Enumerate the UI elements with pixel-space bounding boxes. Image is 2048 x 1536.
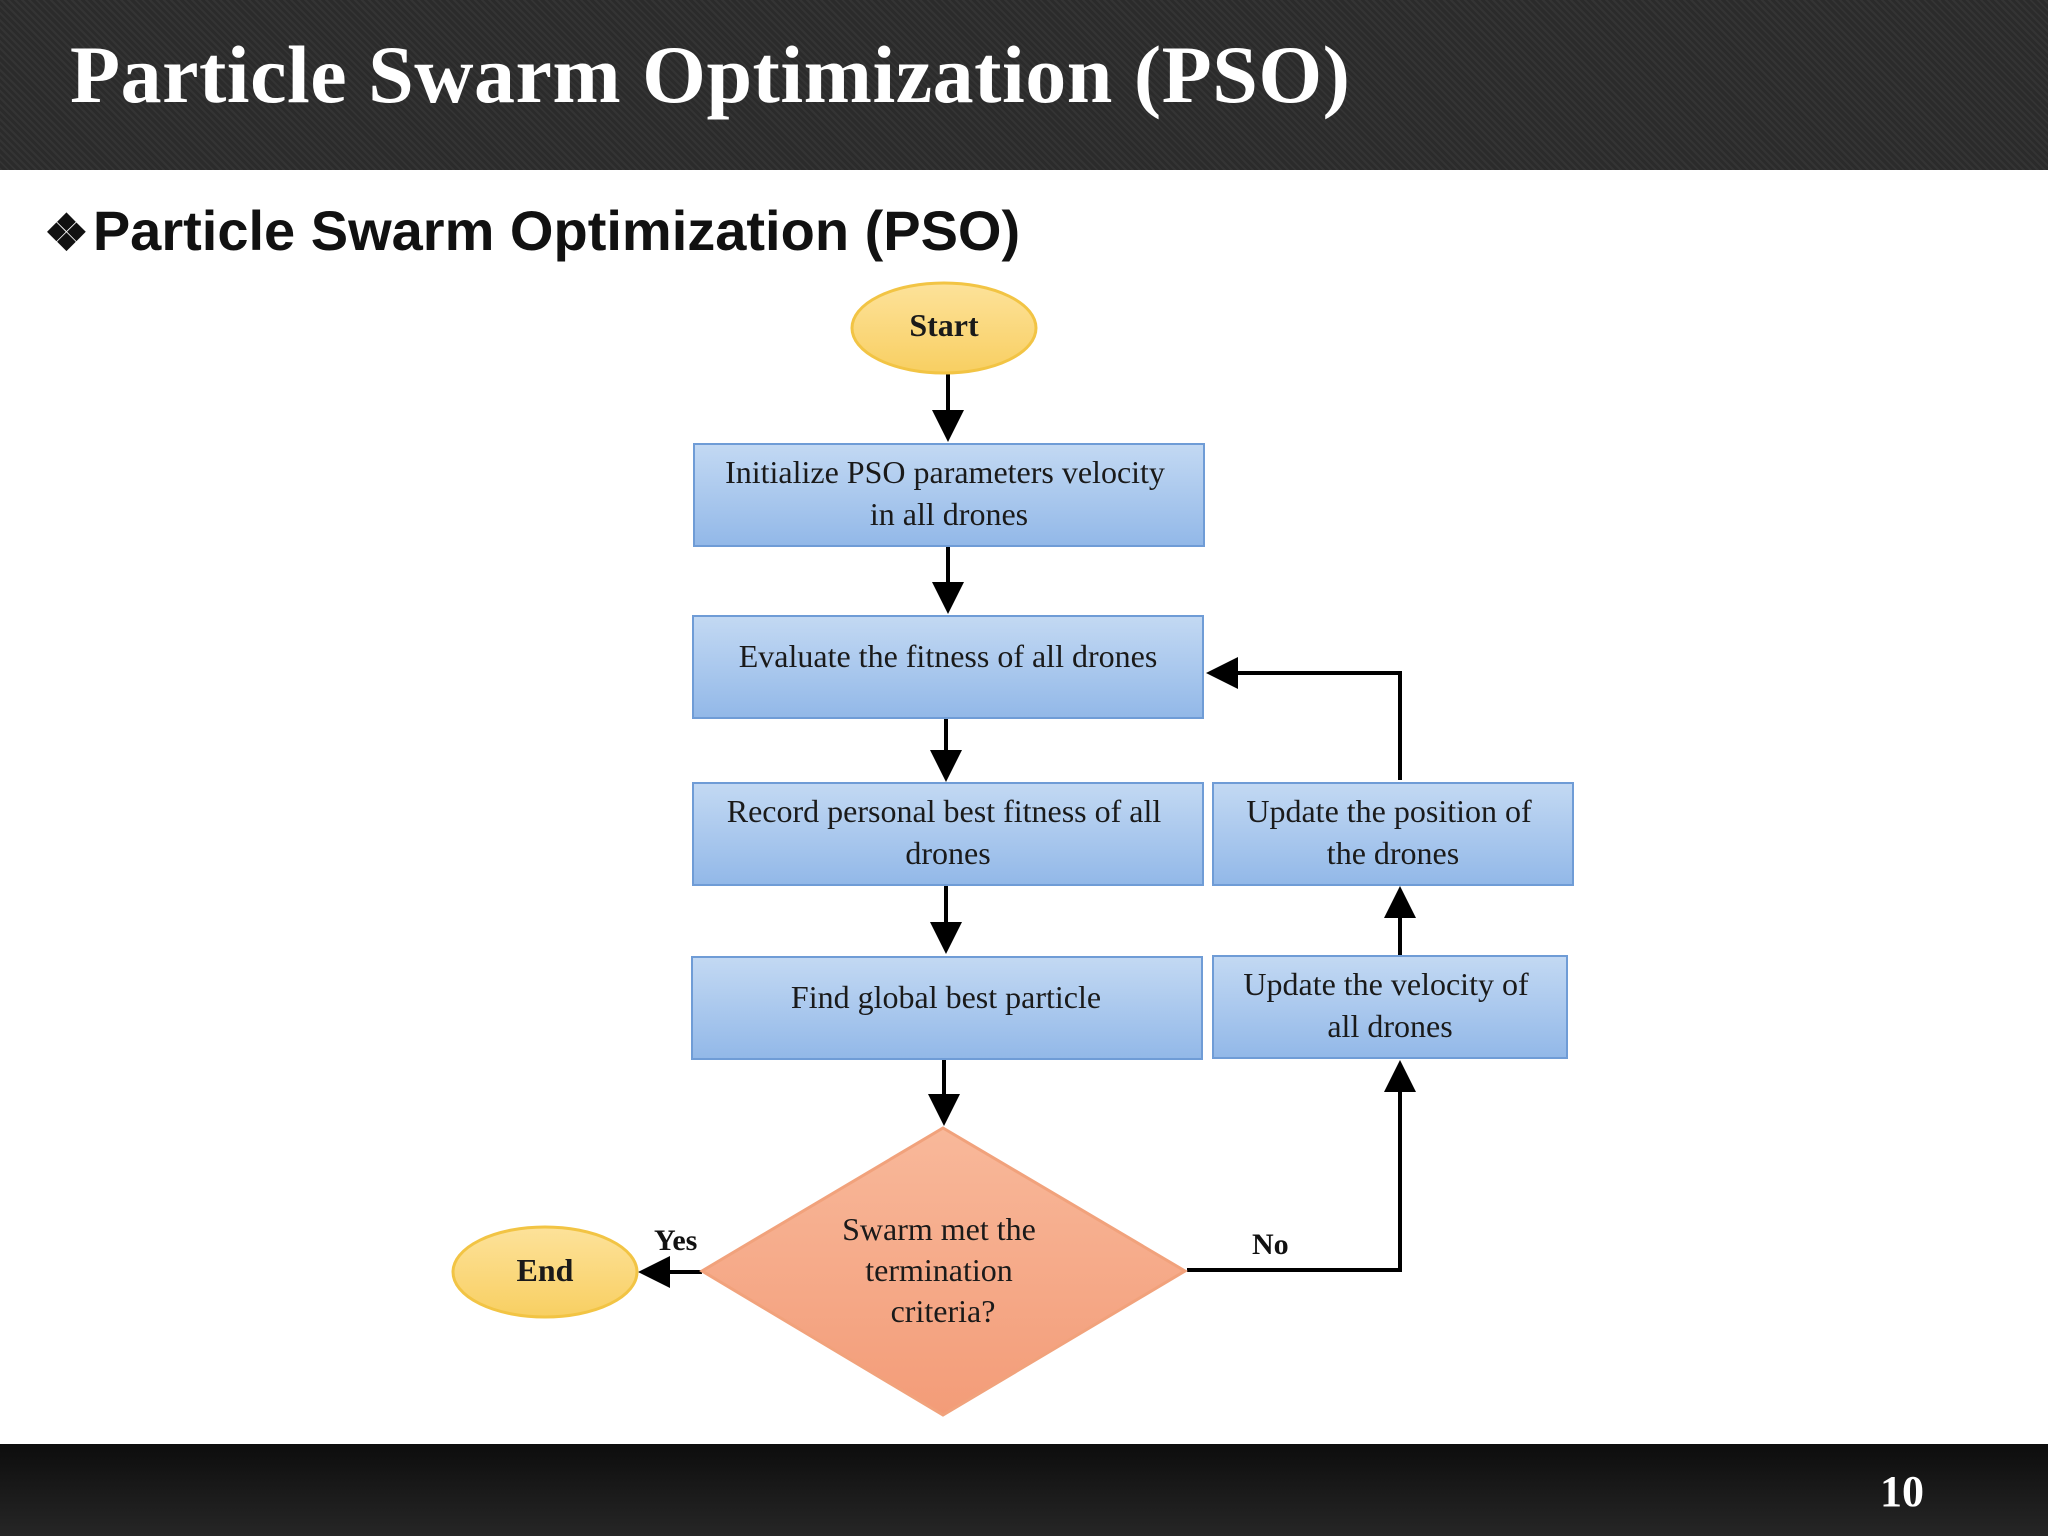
slide-header: Particle Swarm Optimization (PSO) (0, 0, 2048, 170)
svg-text:Initialize PSO parameters velo: Initialize PSO parameters velocity in al… (725, 454, 1173, 532)
velocity-line-2: all drones (1327, 1008, 1452, 1044)
edge-position-to-evaluate (1206, 657, 1402, 780)
node-initialize: Initialize PSO parameters velocity in al… (693, 443, 1205, 547)
page-number: 10 (1880, 1467, 1924, 1516)
edge-decision-no-to-velocity (1187, 1060, 1416, 1272)
record-line-2: drones (905, 835, 990, 871)
svg-text:Evaluate the fitness of all dr: Evaluate the fitness of all drones (739, 638, 1158, 674)
init-line-2: in all drones (870, 496, 1028, 532)
evaluate-label: Evaluate the fitness of all drones (739, 638, 1158, 674)
decision-line-2: termination (865, 1252, 1013, 1288)
svg-text:End: End (517, 1252, 574, 1288)
position-line-2: the drones (1327, 835, 1459, 871)
node-end: End (451, 1225, 639, 1319)
svg-text:Find global best particle: Find global best particle (791, 979, 1101, 1015)
svg-text:Swarm met the terminatio: Swarm met the termination criteria? (842, 1211, 1044, 1329)
flowchart-edges (638, 373, 1416, 1288)
svg-text:Update the velocity of a: Update the velocity of all drones (1243, 966, 1536, 1044)
slide-subtitle: ❖Particle Swarm Optimization (PSO) (44, 198, 1020, 263)
diamond-bullet-icon: ❖ (44, 205, 89, 261)
decision-line-1: Swarm met the (842, 1211, 1036, 1247)
node-global-best: Find global best particle (691, 956, 1203, 1060)
record-line-1: Record personal best fitness of all (727, 793, 1162, 829)
edge-label-yes: Yes (654, 1224, 697, 1257)
velocity-line-1: Update the velocity of (1243, 966, 1529, 1002)
node-termination-decision: Swarm met the termination criteria? (699, 1126, 1188, 1417)
node-evaluate: Evaluate the fitness of all drones (692, 615, 1204, 719)
node-update-position: Update the position of the drones (1212, 782, 1574, 886)
svg-text:Update the position of t: Update the position of the drones (1246, 793, 1539, 871)
global-label: Find global best particle (791, 979, 1101, 1015)
header-title: Particle Swarm Optimization (PSO) (70, 29, 1351, 120)
edge-label-no: No (1252, 1228, 1289, 1261)
init-line-1: Initialize PSO parameters velocity (725, 454, 1165, 490)
node-start: Start (850, 281, 1038, 375)
subtitle-text: Particle Swarm Optimization (PSO) (92, 199, 1021, 262)
pso-flowchart: Start Initialize PSO parameters velocity… (451, 281, 1574, 1417)
start-label: Start (909, 307, 979, 343)
slide-footer (0, 1444, 2048, 1536)
svg-text:Record personal best fitness o: Record personal best fitness of all dron… (727, 793, 1170, 871)
decision-line-3: criteria? (891, 1293, 996, 1329)
svg-text:Start: Start (909, 307, 979, 343)
end-label: End (517, 1252, 574, 1288)
node-update-velocity: Update the velocity of all drones (1212, 955, 1568, 1059)
node-record-personal-best: Record personal best fitness of all dron… (692, 782, 1204, 886)
position-line-1: Update the position of (1246, 793, 1532, 829)
